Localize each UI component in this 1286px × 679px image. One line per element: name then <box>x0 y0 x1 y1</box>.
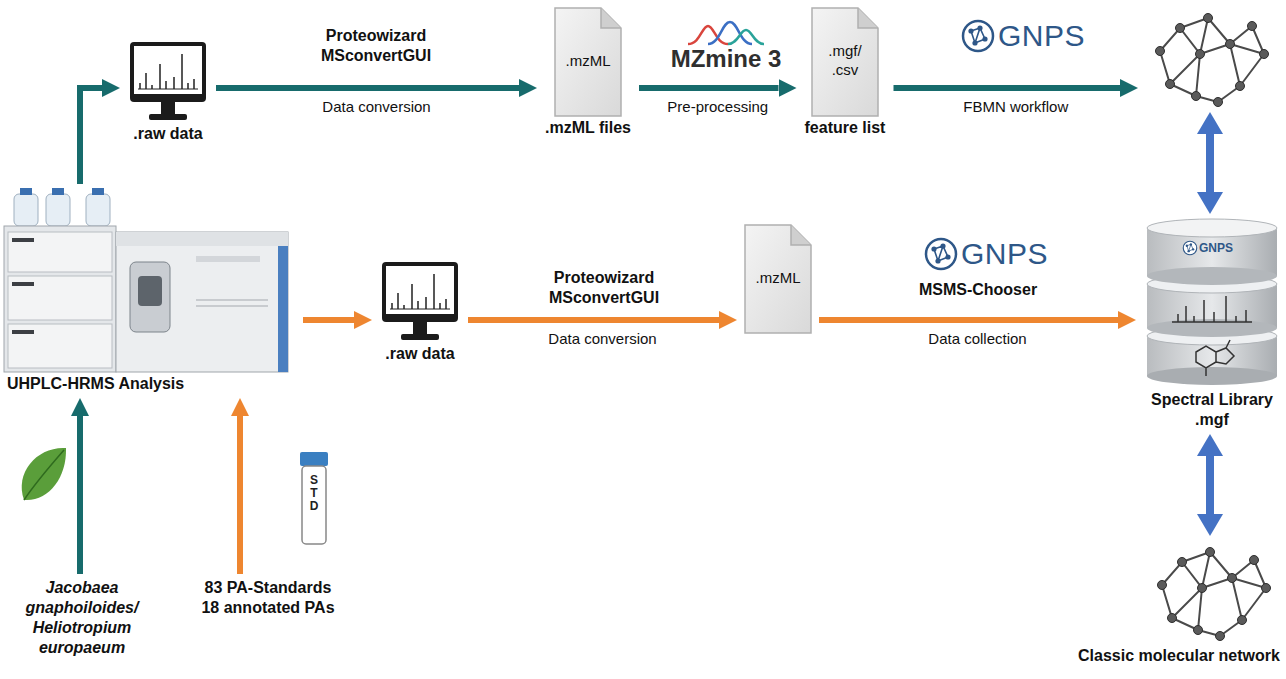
classic-network: Classic molecular network <box>1074 540 1284 666</box>
node-label: .raw data <box>133 124 202 144</box>
tool-name: Proteowizard MSconvertGUI <box>542 268 667 308</box>
step-label: Data conversion <box>548 330 656 349</box>
node-label: .mzML files <box>545 118 631 138</box>
tool-name: MSMS-Chooser <box>919 280 1037 300</box>
mzmine-logo-peaks <box>688 22 764 44</box>
flow-arrow <box>468 317 719 323</box>
network-graphic <box>1156 14 1269 107</box>
software-logo: MZmine 3 <box>671 44 782 74</box>
standard-vial <box>300 452 328 544</box>
file-extension: .mzML <box>566 52 611 71</box>
file-extension: .mgf/ .csv <box>823 42 868 80</box>
node-label: feature list <box>805 118 886 138</box>
flow-arrow <box>1206 456 1214 514</box>
plant-source: Jacobaea gnaphoiloides/ Heliotropium eur… <box>13 578 151 658</box>
database-cylinders <box>1147 219 1277 385</box>
step-label: FBMN workflow <box>963 98 1068 117</box>
flow-arrow <box>639 85 779 91</box>
pa-standards: 83 PA-Standards 18 annotated PAs <box>194 578 342 618</box>
file-extension: .mzML <box>756 269 801 288</box>
node-label: 83 PA-Standards 18 annotated PAs <box>198 578 338 618</box>
monitor-icon <box>382 262 458 340</box>
vial-label: STD <box>308 474 320 514</box>
flow-arrow <box>216 85 519 91</box>
uhplc-hrms-instrument <box>4 188 288 372</box>
node-label: Jacobaea gnaphoiloides/ Heliotropium eur… <box>17 578 147 658</box>
flow-arrow <box>1206 134 1214 192</box>
flow-arrow <box>80 88 102 184</box>
tool-name: Proteowizard MSconvertGUI <box>314 26 439 66</box>
flow-arrow <box>894 85 1121 91</box>
platform-logo: GNPS <box>961 235 1048 273</box>
node-label: UHPLC-HRMS Analysis <box>7 374 184 394</box>
node-label: .raw data <box>385 344 454 364</box>
step-label: Pre-processing <box>667 98 768 117</box>
file-icon <box>555 8 621 116</box>
mzml-file: .mzML .mzML files <box>541 8 635 138</box>
step-label: Data collection <box>928 330 1026 349</box>
gnps-icon <box>963 21 993 51</box>
instrument-node: UHPLC-HRMS Analysis <box>1 188 299 394</box>
platform-logo: GNPS <box>998 17 1085 55</box>
node-label: Spectral Library .mgf <box>1144 390 1280 430</box>
file-icon <box>812 8 878 116</box>
monitor-icon <box>130 42 206 120</box>
flow-arrow <box>237 416 243 574</box>
gnps-icon <box>1183 241 1197 255</box>
step-label: Data conversion <box>322 98 430 117</box>
gnps-icon <box>926 239 956 269</box>
flow-arrow <box>303 317 354 323</box>
molecular-network <box>1142 6 1274 108</box>
flow-arrow <box>819 317 1118 323</box>
feature-list-file: .mgf/ .csv feature list <box>801 8 890 138</box>
raw-data-monitor: .raw data <box>376 262 464 364</box>
raw-data-monitor: .raw data <box>124 42 212 144</box>
platform-logo: GNPS <box>1199 241 1233 256</box>
leaf-icon <box>22 448 66 500</box>
flow-arrow <box>77 416 83 574</box>
mzml-file: .mzML <box>741 225 815 335</box>
network-graphic <box>1158 548 1271 641</box>
node-label: Classic molecular network <box>1078 646 1280 666</box>
file-icon <box>745 225 811 333</box>
